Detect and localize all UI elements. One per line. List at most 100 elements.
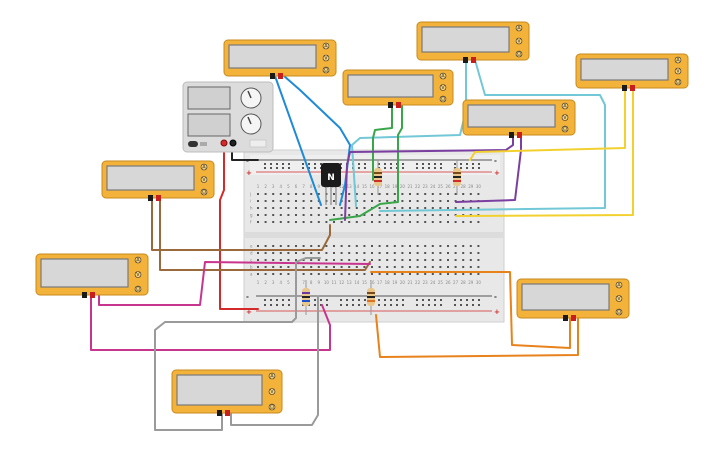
- hole[interactable]: [340, 266, 343, 268]
- hole[interactable]: [272, 193, 275, 195]
- hole[interactable]: [264, 252, 267, 254]
- resistor-2[interactable]: [453, 160, 461, 195]
- rail-hole[interactable]: [384, 299, 386, 301]
- rail-hole[interactable]: [264, 163, 266, 165]
- hole[interactable]: [378, 193, 381, 195]
- mode-button[interactable]: [561, 102, 569, 110]
- rail-hole[interactable]: [422, 163, 424, 165]
- hole[interactable]: [333, 221, 335, 223]
- hole[interactable]: [355, 221, 358, 223]
- hole[interactable]: [447, 266, 449, 268]
- hole[interactable]: [454, 207, 457, 209]
- hole[interactable]: [340, 221, 343, 223]
- hole[interactable]: [378, 259, 381, 261]
- probe-red[interactable]: [396, 102, 401, 108]
- multimeter-8[interactable]: AVΩ: [516, 278, 630, 321]
- rail-hole[interactable]: [320, 163, 322, 165]
- rail-hole[interactable]: [364, 299, 366, 301]
- hole[interactable]: [447, 273, 449, 275]
- hole[interactable]: [393, 252, 396, 254]
- rail-hole[interactable]: [346, 304, 348, 306]
- rail-hole[interactable]: [454, 299, 456, 301]
- rail-hole[interactable]: [434, 304, 436, 306]
- hole[interactable]: [325, 221, 328, 223]
- hole[interactable]: [416, 259, 419, 261]
- mode-button[interactable]: [200, 188, 208, 196]
- mode-button[interactable]: [515, 24, 523, 32]
- hole[interactable]: [295, 200, 297, 202]
- rail-hole[interactable]: [270, 299, 272, 301]
- hole[interactable]: [287, 207, 290, 209]
- hole[interactable]: [454, 266, 457, 268]
- hole[interactable]: [333, 245, 335, 247]
- hole[interactable]: [409, 221, 411, 223]
- hole[interactable]: [348, 221, 351, 223]
- hole[interactable]: [317, 207, 320, 209]
- rail-hole[interactable]: [422, 299, 424, 301]
- hole[interactable]: [340, 214, 343, 216]
- hole[interactable]: [424, 252, 427, 254]
- hole[interactable]: [439, 266, 442, 268]
- hole[interactable]: [469, 252, 472, 254]
- hole[interactable]: [317, 273, 320, 275]
- multimeter-2[interactable]: AVΩ: [416, 21, 530, 63]
- hole[interactable]: [469, 273, 472, 275]
- rail-hole[interactable]: [364, 304, 366, 306]
- hole[interactable]: [386, 207, 389, 209]
- rail-hole[interactable]: [264, 304, 266, 306]
- hole[interactable]: [454, 214, 457, 216]
- hole[interactable]: [393, 207, 396, 209]
- hole[interactable]: [310, 221, 313, 223]
- hole[interactable]: [348, 273, 351, 275]
- hole[interactable]: [386, 200, 389, 202]
- hole[interactable]: [401, 273, 404, 275]
- hole[interactable]: [477, 259, 480, 261]
- rail-hole[interactable]: [340, 163, 342, 165]
- hole[interactable]: [401, 266, 404, 268]
- hole[interactable]: [409, 200, 411, 202]
- hole[interactable]: [447, 193, 449, 195]
- rail-hole[interactable]: [378, 304, 380, 306]
- hole[interactable]: [454, 259, 457, 261]
- hole[interactable]: [348, 207, 351, 209]
- rail-hole[interactable]: [302, 167, 304, 169]
- hole[interactable]: [310, 252, 313, 254]
- hole[interactable]: [401, 245, 404, 247]
- rail-hole[interactable]: [460, 299, 462, 301]
- hole[interactable]: [401, 193, 404, 195]
- hole[interactable]: [333, 207, 335, 209]
- hole[interactable]: [477, 266, 480, 268]
- hole[interactable]: [279, 245, 282, 247]
- npn-transistor[interactable]: N: [321, 163, 341, 205]
- rail-hole[interactable]: [364, 167, 366, 169]
- mode-button[interactable]: [268, 372, 276, 380]
- rail-hole[interactable]: [434, 163, 436, 165]
- rail-hole[interactable]: [440, 304, 442, 306]
- resistor-3[interactable]: [302, 280, 310, 315]
- hole[interactable]: [462, 245, 465, 247]
- rail-hole[interactable]: [358, 299, 360, 301]
- hole[interactable]: [295, 221, 297, 223]
- breadboard-holes[interactable]: [257, 163, 480, 306]
- hole[interactable]: [279, 273, 282, 275]
- rail-hole[interactable]: [384, 304, 386, 306]
- hole[interactable]: [363, 266, 366, 268]
- probe-red[interactable]: [90, 292, 95, 298]
- hole[interactable]: [340, 245, 343, 247]
- hole[interactable]: [279, 259, 282, 261]
- hole[interactable]: [431, 221, 434, 223]
- hole[interactable]: [340, 259, 343, 261]
- rail-hole[interactable]: [302, 163, 304, 165]
- rail-hole[interactable]: [396, 299, 398, 301]
- hole[interactable]: [371, 266, 373, 268]
- rail-hole[interactable]: [346, 299, 348, 301]
- rail-hole[interactable]: [428, 304, 430, 306]
- hole[interactable]: [439, 259, 442, 261]
- hole[interactable]: [264, 273, 267, 275]
- rail-hole[interactable]: [472, 299, 474, 301]
- hole[interactable]: [477, 252, 480, 254]
- hole[interactable]: [317, 193, 320, 195]
- hole[interactable]: [393, 245, 396, 247]
- hole[interactable]: [447, 221, 449, 223]
- mode-button[interactable]: [322, 54, 330, 62]
